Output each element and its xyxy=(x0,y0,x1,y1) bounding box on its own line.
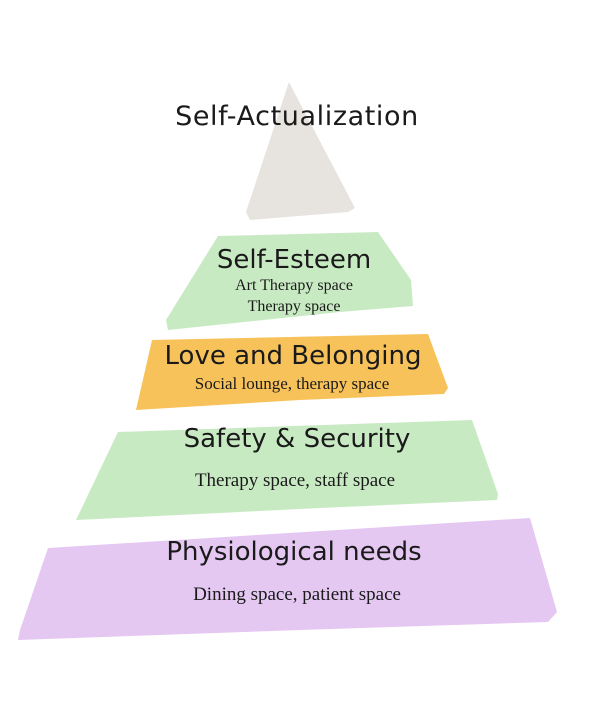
tier-self-actualization-shape xyxy=(246,82,355,220)
tier-physiological-needs-shape xyxy=(18,518,557,640)
tier-safety-and-security-title: Safety & Security xyxy=(184,424,411,454)
tier-love-and-belonging-title: Love and Belonging xyxy=(165,341,422,371)
tier-physiological-needs: Physiological needs Dining space, patien… xyxy=(18,518,557,640)
tier-physiological-needs-title: Physiological needs xyxy=(166,537,421,567)
tier-self-esteem-title: Self-Esteem xyxy=(217,245,371,275)
tier-safety-and-security: Safety & Security Therapy space, staff s… xyxy=(76,420,498,520)
tier-self-actualization: Self-Actualization xyxy=(175,82,419,220)
tier-self-esteem-shape xyxy=(166,232,413,330)
tier-love-and-belonging: Love and Belonging Social lounge, therap… xyxy=(136,334,448,410)
tier-self-esteem-line-1: Art Therapy space xyxy=(235,277,353,294)
tier-physiological-needs-line-1: Dining space, patient space xyxy=(193,584,401,605)
tier-safety-and-security-shape xyxy=(76,420,498,520)
tier-self-esteem-line-2: Therapy space xyxy=(248,298,341,315)
tier-safety-and-security-line-1: Therapy space, staff space xyxy=(195,470,395,491)
tier-self-esteem: Self-Esteem Art Therapy space Therapy sp… xyxy=(166,232,413,330)
tier-love-and-belonging-line-1: Social lounge, therapy space xyxy=(195,374,390,393)
tier-love-and-belonging-shape xyxy=(136,334,448,410)
tier-self-actualization-title: Self-Actualization xyxy=(175,101,419,132)
